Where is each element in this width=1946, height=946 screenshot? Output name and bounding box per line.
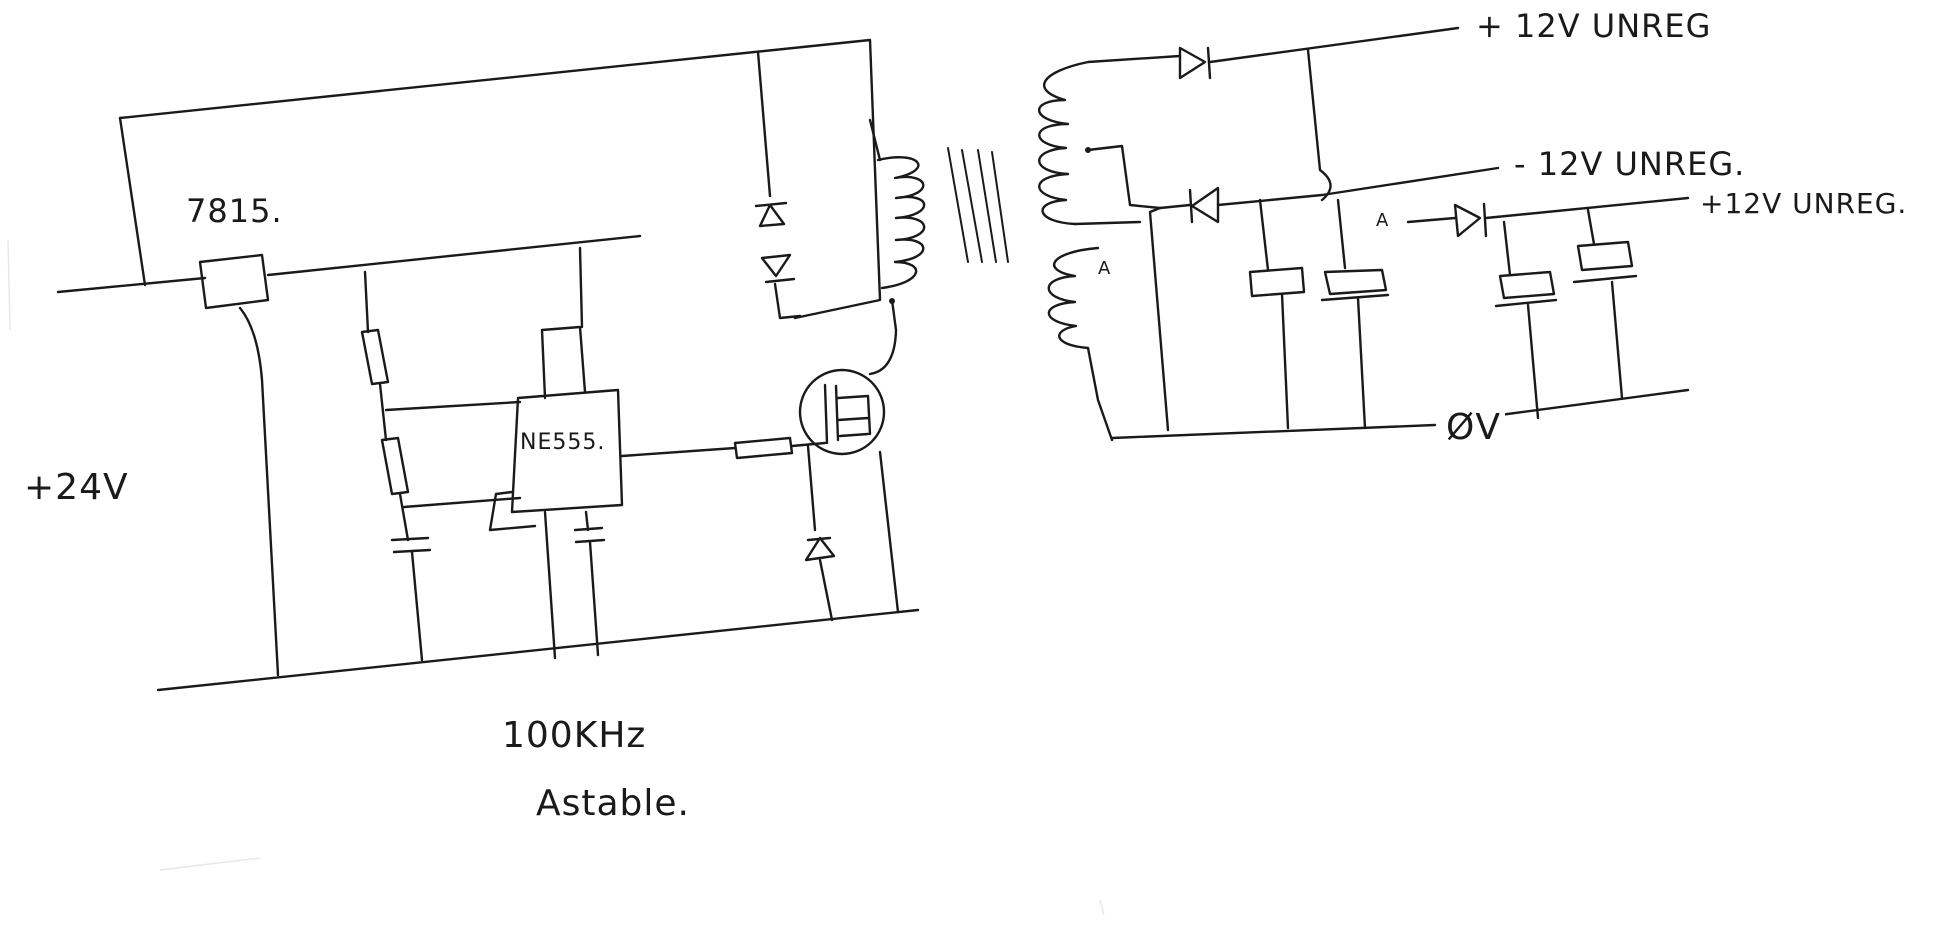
link-r2-to-555	[402, 496, 522, 509]
output-pos-second-label: +12V UNREG.	[1700, 187, 1908, 220]
paper-mark	[7, 239, 1105, 916]
mosfet-body	[798, 368, 886, 456]
pos-top-output	[1208, 26, 1460, 64]
15v-rail	[266, 234, 642, 277]
input-voltage-label: +24V	[24, 467, 129, 508]
555-trig-loop	[488, 490, 537, 532]
regulator-ground-leg	[238, 306, 280, 677]
555-gnd-wire	[543, 510, 557, 660]
neg-diode	[1188, 186, 1220, 224]
mosfet-drain-wire	[868, 298, 898, 376]
upper-return	[1073, 220, 1142, 226]
primary-junction	[889, 298, 895, 304]
a-output	[1484, 196, 1690, 220]
snubber-diode-1	[754, 201, 788, 228]
core-line-1	[947, 147, 969, 263]
timer-ic-label: NE555.	[520, 430, 606, 455]
snubber-wire	[756, 50, 802, 320]
gate-wire	[620, 446, 737, 458]
snubber-diode-2	[760, 253, 796, 284]
regulator-7815	[198, 253, 270, 310]
divider-wire-top	[363, 270, 370, 334]
pos-top-wire	[1086, 54, 1182, 64]
source-zener-wire	[806, 444, 834, 622]
gate-resistor	[733, 436, 794, 460]
top-24v-rail	[118, 38, 882, 320]
cap-c-leads	[1502, 220, 1540, 420]
tap-to-ground	[1148, 206, 1170, 432]
pos-top-diode	[1178, 46, 1212, 80]
pos-top-drop	[1306, 48, 1332, 202]
tap-a-secondary-label: A	[1098, 258, 1112, 279]
a-wire	[1406, 216, 1457, 224]
555-vcc-box	[540, 325, 587, 400]
555-vcc-wire	[578, 246, 584, 329]
resistor-2	[380, 436, 410, 496]
regulator-label: 7815.	[186, 192, 283, 230]
neg-output	[1216, 166, 1500, 207]
secondary-coil-upper	[1037, 60, 1090, 226]
output-pos-top-label: + 12V UNREG	[1476, 7, 1712, 45]
ground-rail	[156, 608, 920, 692]
gate-to-fet	[790, 441, 827, 448]
secondary-ground-rail	[1110, 388, 1690, 440]
mosfet-gate	[823, 383, 829, 445]
divider-wire-low	[398, 492, 410, 542]
mosfet-channel	[834, 384, 872, 442]
timing-cap	[390, 536, 432, 554]
core-line-3	[977, 149, 997, 263]
divider-wire-mid	[378, 382, 388, 442]
secondary-coil-lower	[1047, 246, 1100, 350]
core-line-4	[991, 151, 1009, 263]
cap-a-leads	[1258, 198, 1290, 430]
cap-b	[1320, 268, 1390, 302]
link-r1r2-to-555	[384, 400, 522, 412]
cap-a	[1248, 266, 1306, 298]
cap-d	[1572, 240, 1638, 284]
tap-a-rectifier-label: A	[1376, 210, 1390, 231]
primary-top-lead	[868, 118, 882, 162]
rail-left-drop	[118, 116, 147, 287]
cap-b-leads	[1336, 198, 1367, 430]
lower-to-ground	[1086, 346, 1114, 442]
a-diode	[1453, 202, 1488, 238]
resistor-1	[360, 328, 390, 386]
primary-coil	[876, 156, 926, 290]
input-line	[56, 276, 207, 294]
cap-d-leads	[1586, 208, 1624, 400]
core-line-2	[961, 149, 983, 263]
ground-label: ØV	[1442, 410, 1505, 446]
output-neg-label: - 12V UNREG.	[1514, 145, 1746, 183]
frequency-label: 100KHz	[502, 715, 647, 756]
mosfet-source-wire	[878, 450, 900, 614]
center-tap-wire	[1086, 144, 1162, 210]
divider-wire-gnd	[410, 550, 424, 662]
cap-c	[1494, 270, 1558, 308]
source-zener	[804, 536, 836, 562]
neg-wire	[1158, 203, 1192, 210]
ctrl-cap-wires	[584, 510, 600, 657]
ctrl-cap	[573, 526, 606, 544]
mode-label: Astable.	[536, 783, 691, 824]
